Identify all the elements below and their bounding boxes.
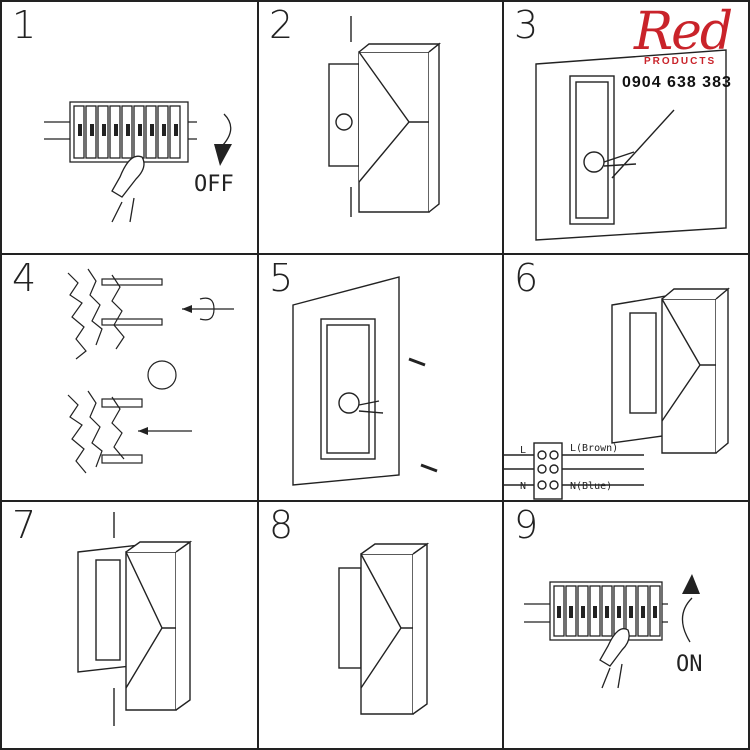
bracket-screws-illustration [292,276,438,486]
step-7-panel: 7 [0,500,259,750]
step-number: 5 [269,256,294,300]
step-number: 2 [269,3,294,47]
wire-left-l: L [520,445,527,456]
step-9-panel: 9 ON [502,500,750,750]
lamp-bracket-illustration [328,16,441,217]
step-number: 1 [12,3,37,47]
step-number: 7 [12,503,37,547]
installed-lamp-illustration [338,542,430,715]
step-number: 6 [514,256,539,300]
step-8-panel: 8 [257,500,504,750]
step-4-panel: 4 [0,253,259,502]
brand-logo: Red PRODUCTS 0904 638 383 [610,6,750,102]
step-number: 9 [514,503,539,547]
bracket-wall-illustration [535,49,727,241]
step-5-panel: 5 [257,253,504,502]
brand-name: Red [634,2,733,62]
step-number: 3 [514,3,539,47]
step-6-panel: 6 L N L(Brown) N(Blue) [502,253,750,502]
wire-left-n: N [520,481,527,492]
wire-right-n-blue: N(Blue) [570,481,613,492]
wire-right-l-brown: L(Brown) [570,443,619,454]
breaker-on-illustration [524,574,700,689]
step-1-panel: 1 [0,0,259,255]
breaker-off-illustration [44,101,232,223]
off-label: OFF [194,172,234,197]
wiring-illustration [504,287,730,500]
brand-phone: 0904 638 383 [622,74,732,91]
mount-lamp-illustration [77,512,193,726]
brand-tagline: PRODUCTS [644,56,717,67]
step-2-panel: 2 [257,0,504,255]
on-label: ON [676,652,703,677]
drill-wall-illustration [67,268,234,474]
step-3-panel: 3 [502,0,750,255]
step-number: 8 [269,503,294,547]
step-number: 4 [12,256,37,300]
